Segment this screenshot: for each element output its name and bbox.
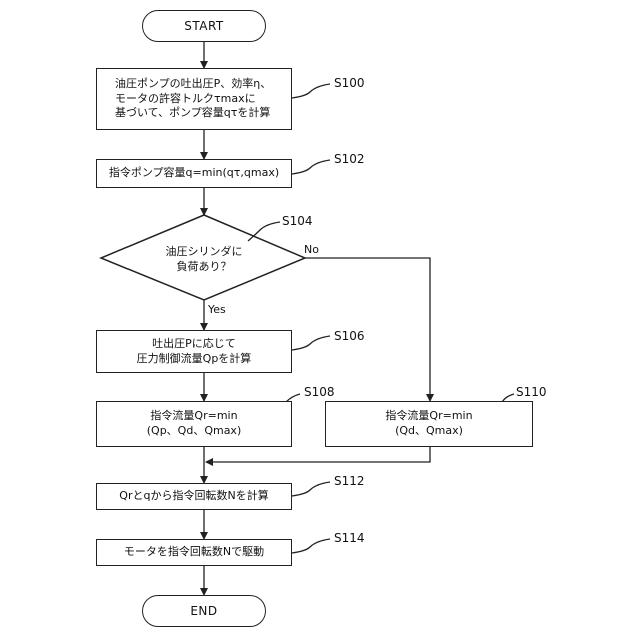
branch-no-label: No (304, 243, 319, 256)
leader-s112 (292, 482, 330, 496)
step-s106-text: 吐出圧Pに応じて 圧力制御流量Qpを計算 (137, 337, 252, 367)
step-s108-text: 指令流量Qr=min (Qp、Qd、Qmax) (147, 409, 242, 439)
step-label-s108: S108 (304, 385, 335, 399)
step-label-s114: S114 (334, 531, 365, 545)
leader-s114 (292, 539, 330, 553)
step-s106-box: 吐出圧Pに応じて 圧力制御流量Qpを計算 (96, 330, 292, 373)
step-s112-box: Qrとqから指令回転数Nを計算 (96, 483, 292, 510)
step-s110-box: 指令流量Qr=min (Qd、Qmax) (325, 401, 533, 447)
step-label-s112: S112 (334, 474, 365, 488)
step-label-s110: S110 (516, 385, 547, 399)
step-label-s100: S100 (334, 76, 365, 90)
step-s114-text: モータを指令回転数Nで駆動 (124, 545, 264, 560)
start-label: START (184, 18, 224, 34)
start-terminal: START (142, 10, 266, 42)
step-s102-box: 指令ポンプ容量q=min(qτ,qmax) (96, 159, 292, 188)
step-s102-text: 指令ポンプ容量q=min(qτ,qmax) (109, 166, 279, 181)
step-label-s106: S106 (334, 329, 365, 343)
edge-s104-to-s110-no (305, 258, 430, 401)
step-s114-box: モータを指令回転数Nで駆動 (96, 539, 292, 566)
branch-yes-label: Yes (208, 303, 226, 316)
step-s100-text: 油圧ポンプの吐出圧P、効率η、 モータの許容トルクτmaxに 基づいて、ポンプ容… (115, 77, 271, 122)
step-label-s104: S104 (282, 214, 313, 228)
step-label-s102: S102 (334, 152, 365, 166)
decision-s104-text: 油圧シリンダに 負荷あり？ (144, 244, 264, 275)
leader-s106 (292, 336, 330, 350)
leader-s100 (292, 84, 330, 98)
step-s108-box: 指令流量Qr=min (Qp、Qd、Qmax) (96, 401, 292, 447)
end-terminal: END (142, 595, 266, 627)
step-s100-box: 油圧ポンプの吐出圧P、効率η、 モータの許容トルクτmaxに 基づいて、ポンプ容… (96, 68, 292, 130)
end-label: END (190, 603, 217, 619)
leader-s102 (292, 160, 330, 174)
step-s110-text: 指令流量Qr=min (Qd、Qmax) (385, 409, 472, 439)
step-s112-text: Qrとqから指令回転数Nを計算 (119, 489, 268, 504)
edge-s110-to-merge (206, 447, 430, 462)
